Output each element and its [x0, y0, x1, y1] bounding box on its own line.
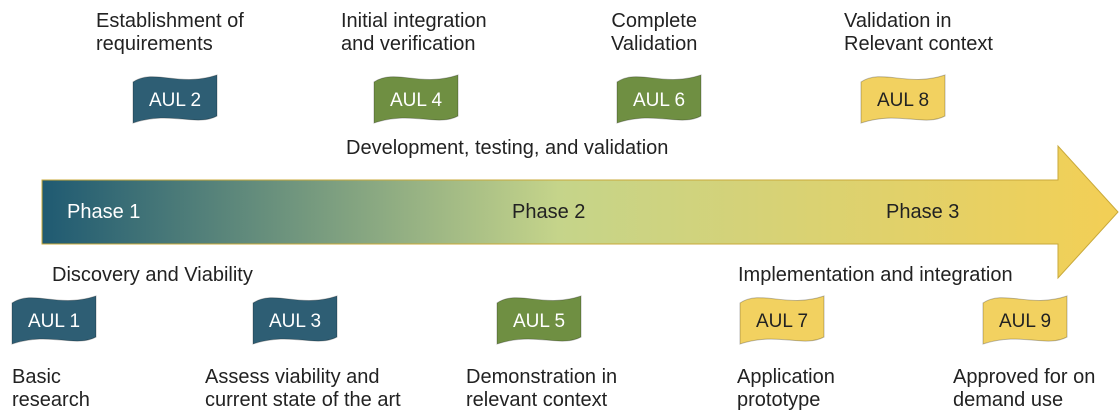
phase-arrow [41, 144, 1119, 280]
phase-2-label: Phase 2 [512, 201, 586, 223]
aul-1-label: AUL 1 [28, 311, 80, 332]
aul-2-label: AUL 2 [149, 90, 201, 111]
aul-6-badge: AUL 6 [616, 74, 702, 124]
aul-4-label: AUL 4 [390, 90, 443, 111]
aul-9-label: AUL 9 [999, 311, 1051, 332]
aul-9-flag-shape [982, 295, 1068, 345]
aul-5-label: AUL 5 [513, 311, 565, 332]
aul-4-badge: AUL 4 [373, 74, 459, 124]
aul-4-flag-shape [373, 74, 459, 124]
aul-6-flag-shape [616, 74, 702, 124]
aul-1-flag-shape [11, 295, 97, 345]
aul-2-flag-shape [132, 74, 218, 124]
phase-3-label: Phase 3 [886, 201, 960, 223]
development-stage-title: Development, testing, and validation [346, 137, 669, 159]
aul-5-badge: AUL 5 [496, 295, 582, 345]
aul-6-label: AUL 6 [633, 90, 685, 111]
aul-9-badge: AUL 9 [982, 295, 1068, 345]
implementation-stage-title: Implementation and integration [738, 264, 1013, 286]
phase-1-label: Phase 1 [67, 201, 141, 223]
aul-3-flag-shape [252, 295, 338, 345]
aul-8-badge: AUL 8 [860, 74, 946, 124]
aul-2-badge: AUL 2 [132, 74, 218, 124]
aul-7-label: AUL 7 [756, 311, 808, 332]
discovery-stage-title: Discovery and Viability [52, 264, 253, 286]
aul-7-flag-shape [739, 295, 825, 345]
aul-8-flag-shape [860, 74, 946, 124]
aul-1-badge: AUL 1 [11, 295, 97, 345]
aul-8-label: AUL 8 [877, 90, 929, 111]
aul-5-flag-shape [496, 295, 582, 345]
aul-7-badge: AUL 7 [739, 295, 825, 345]
aul-3-badge: AUL 3 [252, 295, 338, 345]
aul-3-label: AUL 3 [269, 311, 321, 332]
